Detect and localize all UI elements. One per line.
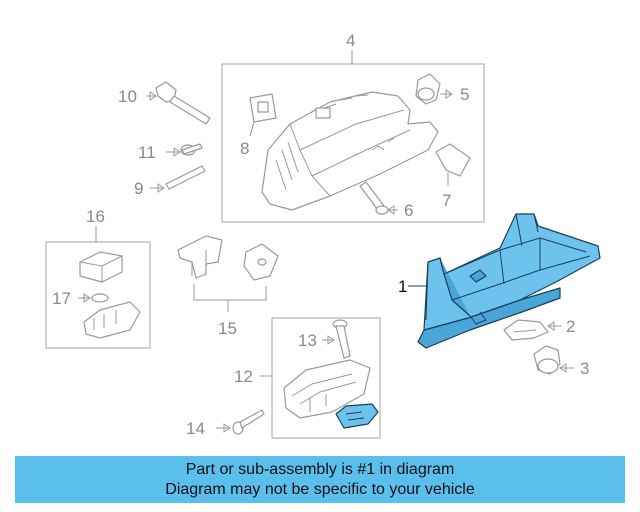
part-16-box (45, 241, 151, 349)
part-2-clip: 2 (503, 317, 575, 341)
part-16-lamp (79, 251, 141, 339)
part-5-damper: 5 (415, 73, 469, 105)
part-4-box (221, 63, 485, 223)
part-10-cable: 10 (118, 81, 211, 125)
part-13-bolt: 13 (298, 319, 351, 359)
part-15-brackets: 15 (177, 235, 279, 338)
part-16-group: 16 17 (45, 207, 151, 349)
callout-8: 8 (240, 139, 249, 158)
callout-1: 1 (398, 277, 407, 296)
callout-5: 5 (460, 85, 469, 104)
callout-7: 7 (442, 191, 451, 210)
callout-17: 17 (52, 289, 71, 308)
callout-15: 15 (218, 319, 237, 338)
part-8-bracket: 8 (240, 93, 277, 158)
part-12-highlight-clip (335, 403, 379, 429)
callout-11: 11 (138, 143, 156, 162)
part-4-housing (261, 91, 439, 211)
callout-10: 10 (118, 87, 137, 106)
callout-14: 14 (186, 419, 205, 438)
callout-6: 6 (404, 201, 413, 220)
part-1-glove-box: 1 (398, 213, 601, 349)
part-12-box (271, 317, 381, 439)
callout-3: 3 (580, 359, 589, 378)
part-4-housing-group: 4 8 5 7 (221, 31, 485, 223)
banner-line-2: Diagram may not be specific to your vehi… (165, 481, 475, 498)
callout-4: 4 (346, 31, 355, 50)
callout-2: 2 (566, 317, 575, 336)
part-12-latch (283, 359, 379, 429)
parts-diagram: 4 8 5 7 (45, 31, 601, 439)
part-6-pin: 6 (359, 181, 413, 220)
part-14-screw: 14 (186, 409, 265, 438)
part-17-bulb: 17 (52, 289, 109, 308)
callout-9: 9 (134, 179, 143, 198)
banner-line-1: Part or sub-assembly is #1 in diagram (185, 461, 455, 478)
part-12-group: 12 13 (234, 317, 381, 439)
callout-16: 16 (86, 207, 105, 226)
part-3-grommet: 3 (533, 345, 589, 378)
part-7-striker: 7 (435, 143, 471, 210)
callout-13: 13 (298, 331, 317, 350)
part-11-screw: 11 (138, 143, 203, 162)
part-9-rod: 9 (134, 165, 206, 198)
callout-12: 12 (234, 367, 253, 386)
info-banner: Part or sub-assembly is #1 in diagram Di… (15, 456, 625, 503)
